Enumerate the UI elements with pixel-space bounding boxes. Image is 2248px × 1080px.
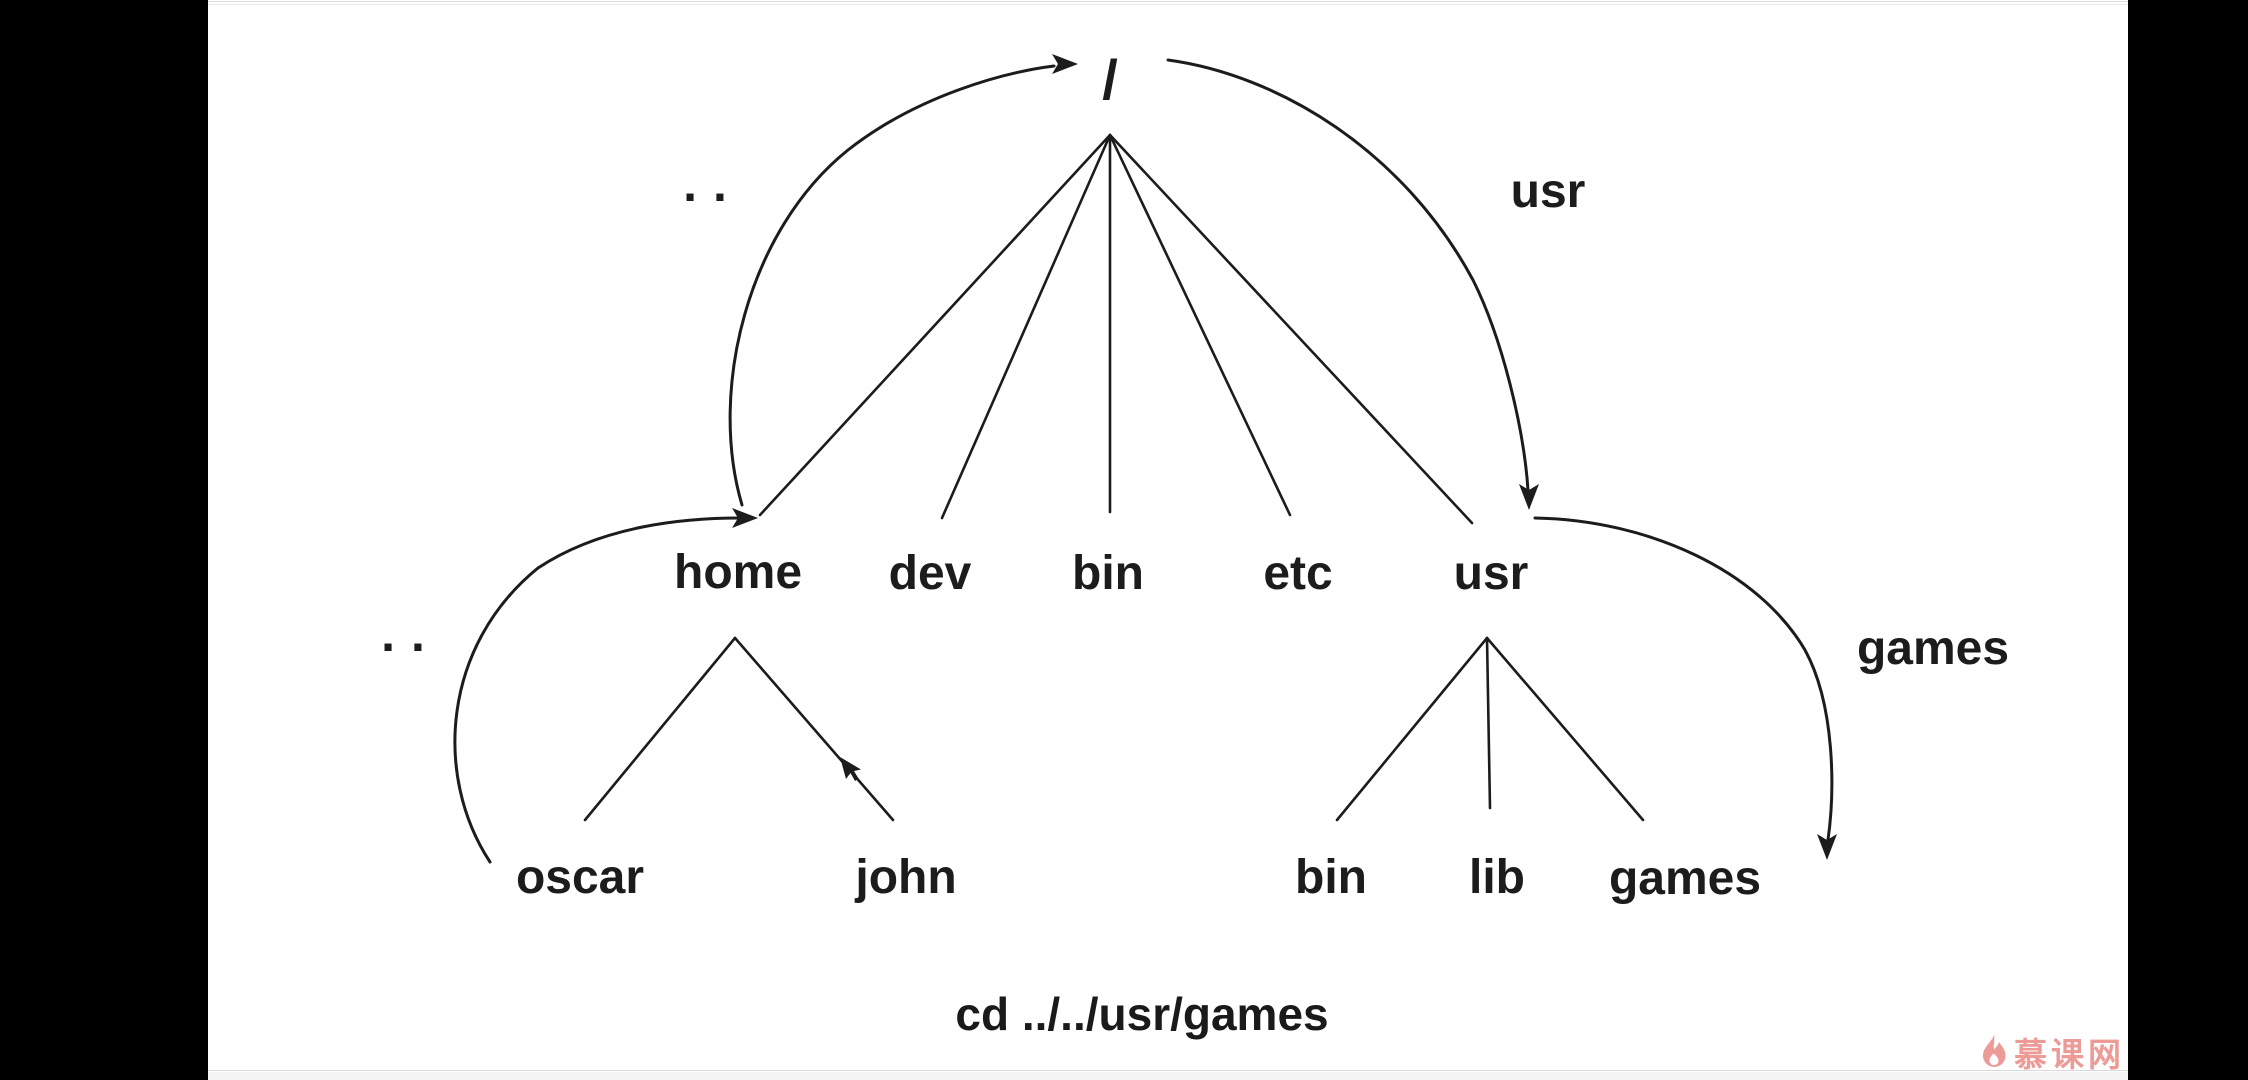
path-label-dotdot-lower: .. [381, 606, 441, 662]
arc-usr-to-games [1533, 516, 1834, 842]
arrowhead-into-root-icon [1052, 54, 1078, 74]
arc-oscar-to-home [453, 516, 742, 864]
edge-usr-games [1485, 636, 1645, 822]
left-letterbox-bar [0, 0, 208, 1080]
node-label-usr: usr [1453, 547, 1529, 600]
slide-bottom-edge-line [208, 1070, 2128, 1071]
flame-icon [1983, 1034, 2006, 1067]
filesystem-tree-diagram [453, 54, 1837, 864]
node-label-bin: bin [1072, 547, 1144, 600]
node-label-dev: dev [888, 547, 972, 600]
edge-root-etc [1108, 133, 1292, 517]
arc-root-to-usr [1166, 58, 1530, 492]
path-label-games: games [1856, 622, 2010, 675]
path-label-usr: usr [1510, 165, 1586, 218]
node-label-john: john [855, 851, 957, 904]
path-label-dotdot-upper: .. [683, 156, 743, 212]
slide-top-edge-line [208, 1, 2128, 2]
node-label-home: home [673, 546, 803, 599]
mouse-cursor-icon [840, 757, 861, 781]
node-label-usr-games: games [1608, 852, 1762, 905]
edge-home-john [733, 636, 895, 822]
edge-root-dev [940, 133, 1112, 520]
slide-top-edge-line-2 [208, 4, 2128, 5]
node-label-root: / [1102, 48, 1118, 111]
arrowhead-into-home-icon [732, 508, 758, 528]
edge-usr-lib [1485, 636, 1492, 810]
edge-usr-bin [1335, 636, 1489, 822]
edge-root-home [758, 133, 1112, 517]
right-letterbox-bar [2128, 0, 2248, 1080]
arrowhead-into-usr-icon [1519, 484, 1539, 510]
node-label-oscar: oscar [515, 851, 645, 904]
node-label-etc: etc [1263, 547, 1333, 600]
command-caption: cd ../../usr/games [955, 988, 1329, 1040]
node-label-usr-bin: bin [1295, 851, 1367, 904]
arc-home-to-root [728, 64, 1056, 507]
watermark-text: 慕课网 [2014, 1036, 2125, 1073]
node-label-usr-lib: lib [1469, 851, 1525, 904]
arrowhead-into-games-icon [1817, 834, 1837, 860]
watermark: 慕课网 [1978, 1028, 2125, 1076]
edge-root-usr [1108, 133, 1474, 525]
edge-home-oscar [583, 636, 737, 822]
slide-bottom-band [208, 1072, 2128, 1080]
slide-canvas: / home dev bin etc usr oscar john bin li… [208, 0, 2128, 1080]
